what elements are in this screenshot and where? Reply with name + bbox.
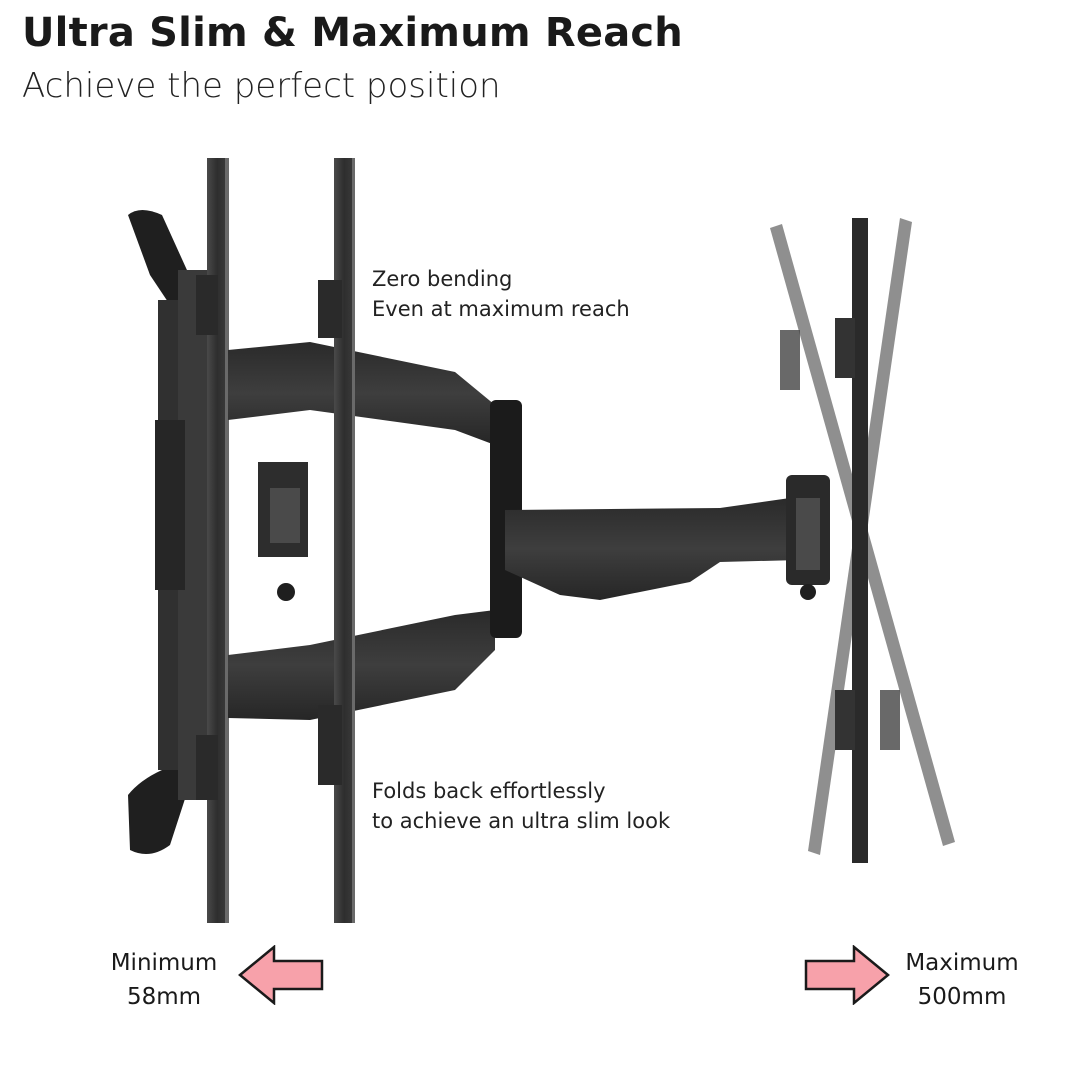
maximum-label: Maximum — [905, 950, 1019, 976]
left-arrow-icon — [238, 945, 324, 1005]
note-bottom-line-2: to achieve an ultra slim look — [372, 809, 671, 833]
note-top-line-1: Zero bending — [372, 267, 513, 291]
mount-arms — [228, 342, 495, 720]
minimum-label: Minimum — [110, 950, 218, 976]
note-folds-back: Folds back effortlessly to achieve an ul… — [372, 776, 670, 836]
maximum-reach-label: Maximum 500mm — [896, 946, 1028, 1014]
note-bottom-line-1: Folds back effortlessly — [372, 779, 606, 803]
maximum-value: 500mm — [917, 984, 1007, 1010]
right-arrow-icon — [804, 945, 890, 1005]
wall-plate — [128, 210, 208, 854]
note-top-line-2: Even at maximum reach — [372, 297, 630, 321]
page-subtitle: Achieve the perfect position — [22, 66, 501, 106]
note-zero-bending: Zero bending Even at maximum reach — [372, 264, 630, 324]
tv-panel-tilted — [770, 218, 955, 863]
extended-arm — [490, 400, 830, 638]
minimum-depth-label: Minimum 58mm — [100, 946, 228, 1014]
page-title: Ultra Slim & Maximum Reach — [22, 10, 683, 56]
tv-panel-middle — [318, 158, 355, 923]
tv-panel-folded — [196, 158, 229, 923]
minimum-value: 58mm — [126, 984, 202, 1010]
